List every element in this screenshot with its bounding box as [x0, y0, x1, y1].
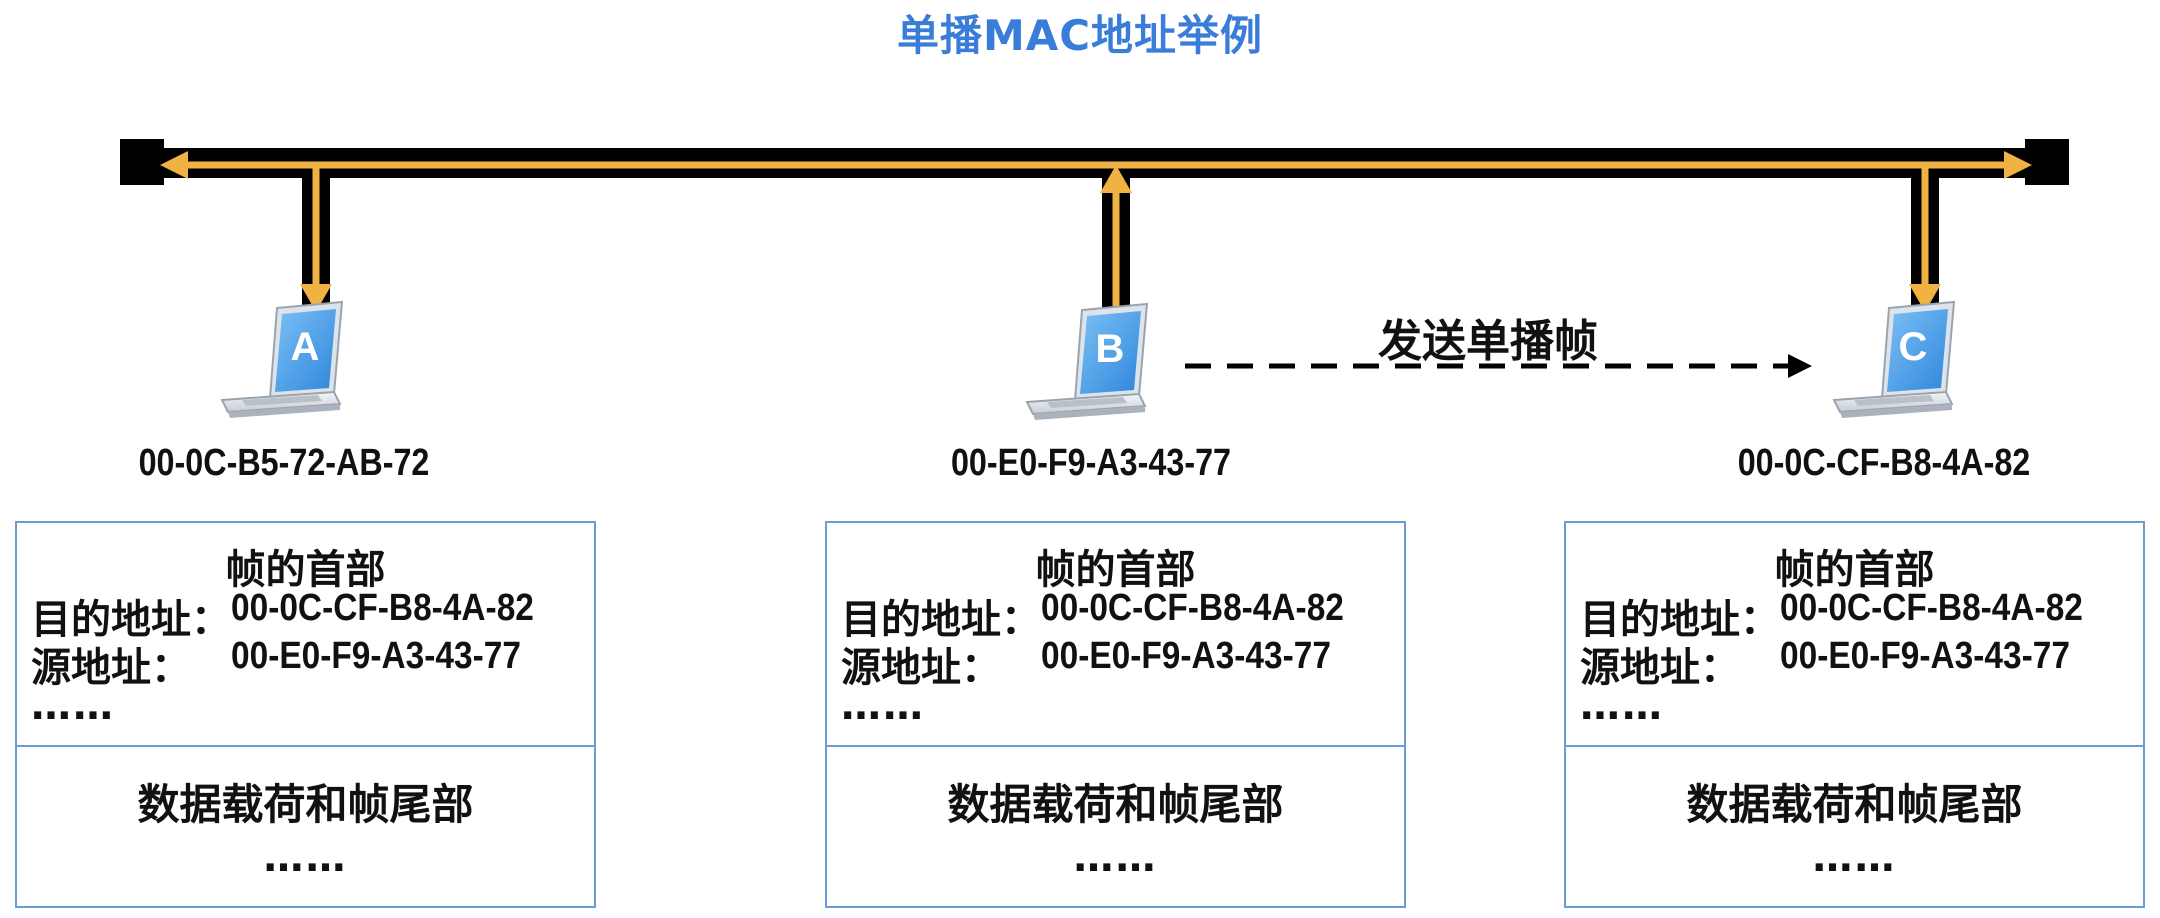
arrow-head-up-b — [1100, 165, 1132, 193]
payload-title: 数据载荷和帧尾部 — [137, 780, 474, 829]
arrow-head-left — [160, 151, 188, 179]
header-ellipsis: …… — [841, 683, 925, 729]
arrow-head-right — [2004, 151, 2032, 179]
laptop-a-icon — [220, 300, 344, 418]
mac-address-c: 00-0C-CF-B8-4A-82 — [1737, 442, 2031, 484]
frame-header: 帧的首部 目的地址：00-0C-CF-B8-4A-82 源地址： 00-E0-F9… — [1566, 523, 2143, 747]
src-value: 00-E0-F9-A3-43-77 — [1780, 635, 2070, 677]
diagram-title: 单播MAC地址举例 — [896, 11, 1264, 60]
frame-box-a: 帧的首部 目的地址：00-0C-CF-B8-4A-82 源地址： 00-E0-F9… — [15, 521, 596, 908]
laptop-a-letter: A — [291, 325, 320, 369]
laptop-c-icon — [1832, 300, 1956, 418]
header-ellipsis: …… — [31, 683, 115, 729]
payload-ellipsis: …… — [1812, 835, 1897, 881]
arrow-head-down-c — [1909, 284, 1941, 312]
payload-title: 数据载荷和帧尾部 — [947, 780, 1284, 829]
arrow-head-down-a — [300, 284, 332, 312]
laptop-b-letter: B — [1096, 327, 1125, 371]
src-label: 源地址： — [1580, 645, 1740, 691]
laptop-c-letter: C — [1899, 325, 1928, 369]
dst-value: 00-0C-CF-B8-4A-82 — [1780, 587, 2083, 629]
bus-terminator-left — [120, 139, 164, 185]
send-arrow-head — [1788, 354, 1812, 378]
payload-title: 数据载荷和帧尾部 — [1686, 780, 2023, 829]
dst-address-row: 目的地址：00-0C-CF-B8-4A-82 — [31, 587, 534, 645]
src-address-row: 源地址： 00-E0-F9-A3-43-77 — [1580, 635, 2070, 693]
bus-terminator-right — [2025, 139, 2069, 185]
dst-address-row: 目的地址：00-0C-CF-B8-4A-82 — [841, 587, 1344, 645]
mac-address-b: 00-E0-F9-A3-43-77 — [950, 442, 1232, 484]
src-value: 00-E0-F9-A3-43-77 — [231, 635, 521, 677]
signal-path — [168, 161, 2010, 318]
dst-value: 00-0C-CF-B8-4A-82 — [1041, 587, 1344, 629]
frame-box-b: 帧的首部 目的地址：00-0C-CF-B8-4A-82 源地址： 00-E0-F9… — [825, 521, 1406, 908]
frame-header: 帧的首部 目的地址：00-0C-CF-B8-4A-82 源地址： 00-E0-F9… — [827, 523, 1404, 747]
header-ellipsis: …… — [1580, 683, 1664, 729]
frame-header-title: 帧的首部 — [1774, 547, 1935, 593]
payload-ellipsis: …… — [1073, 835, 1158, 881]
send-unicast-label: 发送单播帧 — [1378, 316, 1598, 367]
src-label: 源地址： — [841, 645, 1001, 691]
dst-label: 目的地址： — [1580, 597, 1780, 643]
laptop-b-icon — [1025, 302, 1149, 420]
frame-header-title: 帧的首部 — [225, 547, 386, 593]
src-label: 源地址： — [31, 645, 191, 691]
dst-value: 00-0C-CF-B8-4A-82 — [231, 587, 534, 629]
frame-header-title: 帧的首部 — [1035, 547, 1196, 593]
frame-header: 帧的首部 目的地址：00-0C-CF-B8-4A-82 源地址： 00-E0-F9… — [17, 523, 594, 747]
dst-label: 目的地址： — [31, 597, 231, 643]
src-address-row: 源地址： 00-E0-F9-A3-43-77 — [31, 635, 521, 693]
src-address-row: 源地址： 00-E0-F9-A3-43-77 — [841, 635, 1331, 693]
dst-label: 目的地址： — [841, 597, 1041, 643]
dst-address-row: 目的地址：00-0C-CF-B8-4A-82 — [1580, 587, 2083, 645]
frame-box-c: 帧的首部 目的地址：00-0C-CF-B8-4A-82 源地址： 00-E0-F9… — [1564, 521, 2145, 908]
mac-address-a: 00-0C-B5-72-AB-72 — [138, 442, 430, 484]
payload-ellipsis: …… — [263, 835, 348, 881]
src-value: 00-E0-F9-A3-43-77 — [1041, 635, 1331, 677]
